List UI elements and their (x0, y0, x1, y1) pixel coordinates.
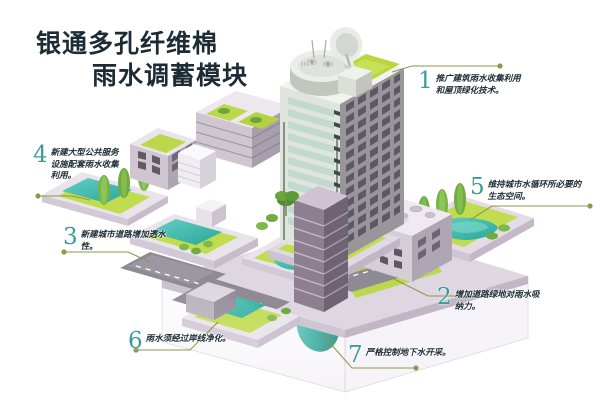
callout-2: 2 增加道路绿地对雨水吸纳力。 (437, 284, 541, 313)
public-facility-pool-block (42, 161, 168, 226)
foreground-slim-tower (293, 186, 349, 312)
callout-6-number: 6 (128, 328, 143, 354)
mid-left-pool-block (130, 199, 258, 269)
callout-4: 4 新建大型公共服务设施配套雨水收集利用。 (33, 142, 125, 183)
callout-1-text: 推广建筑雨水收集利用和屋顶绿化技术。 (435, 74, 521, 96)
callout-5-number: 5 (470, 174, 485, 200)
satellite-dish (329, 27, 363, 72)
callout-5: 5 维持城市水循环所必要的生态空间。 (470, 174, 586, 203)
callout-6: 6 雨水须经过岸线净化。 (128, 328, 231, 354)
callout-7: 7 严格控制地下水开采。 (348, 342, 451, 368)
callout-3-text: 新建城市道路增加透水性。 (80, 230, 166, 252)
callout-2-number: 2 (437, 284, 452, 310)
callout-3-number: 3 (63, 224, 78, 250)
callout-1-number: 1 (418, 68, 433, 94)
callout-6-text: 雨水须经过岸线净化。 (145, 334, 231, 344)
callout-3: 3 新建城市道路增加透水性。 (63, 224, 167, 253)
block-pool (150, 219, 222, 245)
callout-4-number: 4 (33, 142, 48, 168)
street-trees (256, 191, 299, 230)
callout-7-number: 7 (348, 342, 363, 368)
callout-1: 1 推广建筑雨水收集利用和屋顶绿化技术。 (418, 68, 522, 97)
callout-4-text: 新建大型公共服务设施配套雨水收集利用。 (50, 148, 119, 182)
callout-5-text: 维持城市水循环所必要的生态空间。 (487, 180, 582, 202)
white-pavilion (196, 199, 226, 227)
callout-2-text: 增加道路绿地对雨水吸纳力。 (454, 290, 540, 312)
stair-structure (177, 144, 216, 189)
callout-7-text: 严格控制地下水开采。 (365, 348, 451, 358)
collection-pool (62, 178, 132, 203)
